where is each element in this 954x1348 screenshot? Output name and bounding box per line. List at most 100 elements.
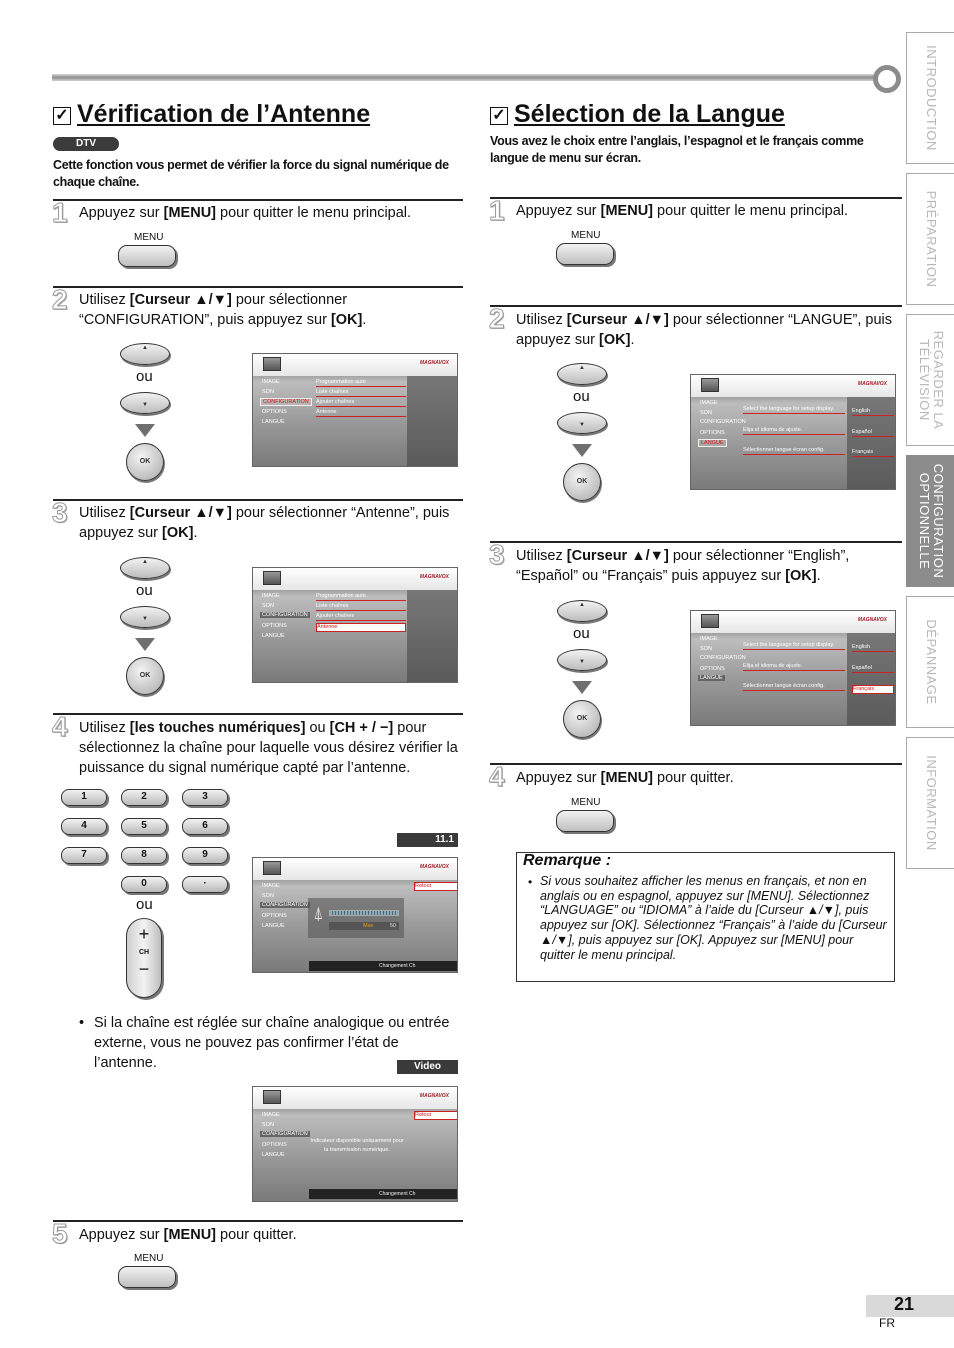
tv-icon (263, 571, 281, 585)
ou-label: ou (136, 896, 153, 913)
tv-screen-signal: MAGNAVOX IMAGE SON CONFIGURATION OPTIONS… (252, 857, 458, 973)
menu-label: MENU (134, 232, 164, 243)
step-text: Utilisez [Curseur ▲/▼] pour sélectionner… (516, 548, 850, 584)
tv-icon (701, 378, 719, 392)
sidebar-tab-depannage[interactable]: DÉPANNAGE (906, 596, 954, 728)
sidebar-tab-introduction[interactable]: INTRODUCTION (906, 32, 954, 164)
divider (53, 286, 463, 288)
arrow-down-icon (135, 638, 155, 651)
tv-icon (263, 861, 281, 875)
antenne-intro: Cette fonction vous permet de vérifier l… (53, 158, 449, 189)
step-number: 4 (489, 761, 506, 793)
tv-screen-analog: MAGNAVOX IMAGE SON CONFIGURATION OPTIONS… (252, 1086, 458, 1202)
menu-button-icon (118, 245, 176, 267)
ou-label: ou (136, 582, 153, 599)
channel-tag: 11.1 (397, 833, 458, 847)
ok-button-icon: OK (126, 657, 164, 695)
menu-label: MENU (571, 230, 601, 241)
step-text: Appuyez sur [MENU] pour quitter. (79, 1227, 297, 1243)
sidebar-tab-configuration[interactable]: CONFIGURATION OPTIONNELLE (906, 455, 954, 587)
note-title: Remarque : (523, 852, 612, 869)
top-rule (52, 74, 888, 81)
numpad-dot: · (182, 876, 228, 893)
note-text: Si vous souhaitez afficher les menus en … (540, 874, 887, 962)
divider (490, 763, 902, 765)
page-number: 21 (893, 1294, 914, 1314)
step-number: 1 (489, 195, 506, 227)
divider (53, 499, 463, 501)
numpad-4: 4 (61, 818, 107, 835)
divider (490, 197, 902, 199)
tv-icon (263, 357, 281, 371)
ou-label: ou (136, 368, 153, 385)
tv-screen-config: MAGNAVOX IMAGE SON CONFIGURATION OPTIONS… (252, 353, 458, 467)
retour-item: Retour (414, 882, 457, 891)
tv-screen-langue: MAGNAVOX IMAGE SON CONFIGURATION OPTIONS… (690, 374, 896, 490)
step-text: Utilisez [Curseur ▲/▼] pour sélectionner… (79, 292, 367, 328)
numpad-3: 3 (182, 789, 228, 806)
step-text: Utilisez [Curseur ▲/▼] pour sélectionner… (516, 312, 893, 348)
note-bullet: • (528, 875, 533, 889)
cursor-down-button-icon: ▼ (557, 649, 607, 671)
tv-icon (263, 1090, 281, 1104)
footer-bar: Changement Ch (309, 1189, 457, 1199)
page-lang: FR (879, 1316, 895, 1330)
retour-item: Retour (414, 1111, 457, 1120)
bullet-dot: • (79, 1015, 85, 1031)
section-title-antenne: ✓Vérification de l’Antenne (53, 100, 370, 129)
tv-icon (701, 614, 719, 628)
brand-logo: MAGNAVOX (419, 864, 449, 870)
step-number: 2 (52, 284, 69, 316)
note-box (516, 852, 895, 982)
arrow-down-icon (135, 424, 155, 437)
footer-bar: Changement Ch (309, 961, 457, 971)
cursor-down-button-icon: ▼ (120, 392, 170, 414)
step-text: Appuyez sur [MENU] pour quitter. (516, 770, 734, 786)
video-tag: Video (397, 1060, 458, 1074)
divider (53, 713, 463, 715)
bullet-text: Si la chaîne est réglée sur chaîne analo… (94, 1015, 450, 1071)
checkbox-icon: ✓ (490, 107, 508, 125)
tv-screen-antenne: MAGNAVOX IMAGE SON CONFIGURATION OPTIONS… (252, 567, 458, 683)
step-number: 2 (489, 303, 506, 335)
numpad-2: 2 (121, 789, 167, 806)
section-title-langue: ✓Sélection de la Langue (490, 100, 785, 129)
cursor-up-button-icon: ▲ (120, 557, 170, 579)
tv-screen-langue-select: MAGNAVOX IMAGE SON CONFIGURATION OPTIONS… (690, 610, 896, 726)
arrow-down-icon (572, 681, 592, 694)
step-text: Appuyez sur [MENU] pour quitter le menu … (79, 205, 412, 221)
menu-button-icon (556, 243, 614, 265)
ok-button-icon: OK (126, 443, 164, 481)
signal-bar (329, 910, 399, 916)
step-number: 3 (52, 497, 69, 529)
cursor-up-button-icon: ▲ (557, 600, 607, 622)
menu-button-icon (118, 1266, 176, 1288)
top-rule-circle (873, 65, 901, 93)
cursor-down-button-icon: ▼ (557, 412, 607, 434)
numpad-1: 1 (61, 789, 107, 806)
ok-button-icon: OK (563, 463, 601, 501)
step-text: Utilisez [les touches numériques] ou [CH… (79, 720, 458, 776)
brand-logo: MAGNAVOX (419, 360, 449, 366)
langue-intro: Vous avez le choix entre l’anglais, l’es… (490, 134, 864, 165)
sidebar-tab-information[interactable]: INFORMATION (906, 737, 954, 869)
ou-label: ou (573, 625, 590, 642)
ch-rocker-icon: + CH − (126, 918, 162, 998)
divider (53, 199, 463, 201)
numpad-0: 0 (121, 876, 167, 893)
menu-button-icon (556, 810, 614, 832)
numpad-5: 5 (121, 818, 167, 835)
page-number-bar: 21 (866, 1294, 954, 1317)
arrow-down-icon (572, 444, 592, 457)
menu-label: MENU (571, 797, 601, 808)
step-number: 1 (52, 197, 69, 229)
step-number: 4 (52, 711, 69, 743)
brand-logo: MAGNAVOX (857, 381, 887, 387)
divider (490, 541, 902, 543)
brand-logo: MAGNAVOX (419, 574, 449, 580)
dtv-badge: DTV (53, 137, 119, 151)
numpad-6: 6 (182, 818, 228, 835)
sidebar-tab-preparation[interactable]: PRÉPARATION (906, 173, 954, 305)
sidebar-tab-regarder[interactable]: REGARDER LA TÉLÉVISION (906, 314, 954, 446)
numpad-7: 7 (61, 847, 107, 864)
